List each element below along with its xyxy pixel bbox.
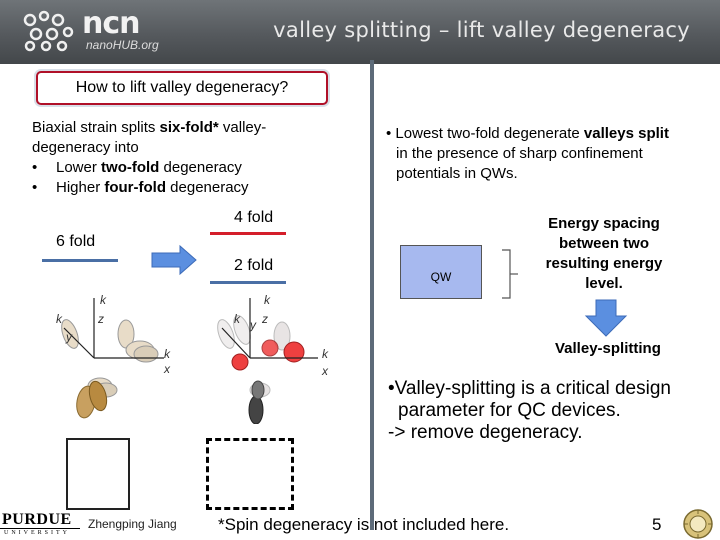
- kx-label: k: [322, 347, 328, 361]
- bullet-marker: •: [386, 125, 392, 142]
- valley-ellipsoids: [61, 319, 159, 419]
- bullet-bold: four-fold: [104, 179, 166, 196]
- author-name: Zhengping Jiang: [88, 517, 177, 531]
- intro-text: Biaxial strain splits six-fold* valley- …: [32, 118, 362, 198]
- down-arrow-icon: [584, 299, 628, 337]
- bullet-higher: • Higher four-fold degeneracy: [32, 178, 362, 198]
- conclusion-line2: parameter for QC devices.: [398, 400, 621, 421]
- intro-line2: degeneracy into: [32, 139, 139, 156]
- bullet-marker: •: [32, 179, 38, 196]
- energy-spacing-text: Energy spacing between two resulting ene…: [545, 215, 663, 292]
- quantum-well-box: QW: [400, 245, 482, 299]
- kz-sub: z: [98, 312, 104, 326]
- slide-header: [0, 0, 720, 64]
- vertical-divider: [370, 60, 374, 530]
- bullet-marker: •: [32, 159, 38, 176]
- kz-label: k: [264, 293, 270, 307]
- right-bullet-text: • Lowest two-fold degenerate valleys spl…: [386, 124, 716, 184]
- bullet-lower: • Lower two-fold degeneracy: [32, 158, 362, 178]
- footnote: *Spin degeneracy is not included here.: [218, 515, 510, 534]
- valley-ellipsoids: [217, 315, 305, 424]
- seal-icon: [683, 509, 713, 539]
- right-line2: in the presence of sharp confinement: [396, 145, 643, 162]
- empty-box-dashed: [206, 438, 294, 510]
- ncn-logo-icon: [23, 10, 74, 52]
- purdue-logo-subtext: UNIVERSITY: [0, 528, 80, 537]
- conclusion-line1: •Valley-splitting is a critical design: [388, 378, 671, 399]
- right-line1: Lowest two-fold degenerate: [391, 125, 584, 142]
- purdue-logo-text: PURDUE: [2, 511, 72, 528]
- ky-label: k: [56, 312, 62, 326]
- kx-label: k: [164, 347, 170, 361]
- ky-sub: y: [66, 330, 72, 344]
- six-fold-label: 6 fold: [56, 233, 96, 250]
- kz-label: k: [100, 293, 106, 307]
- valley-splitting-label: Valley-splitting: [555, 340, 661, 357]
- ky-axis: [221, 327, 251, 359]
- two-fold-level: [210, 281, 286, 284]
- conclusion-line3: -> remove degeneracy.: [388, 422, 583, 443]
- energy-spacing-bracket: [502, 249, 518, 299]
- qw-label: QW: [430, 270, 452, 284]
- bullet-post: degeneracy: [159, 159, 242, 176]
- intro-bold: six-fold*: [159, 119, 219, 136]
- empty-box-solid: [66, 438, 130, 510]
- bullet-bold: two-fold: [101, 159, 160, 176]
- right-line1-bold: valleys split: [583, 125, 669, 142]
- ky-axis: [63, 327, 95, 359]
- kx-sub: x: [164, 362, 170, 376]
- four-fold-level: [210, 232, 286, 235]
- intro-line1: Biaxial strain splits: [32, 119, 160, 136]
- strained-valley-diagram: [217, 298, 318, 424]
- intro-line1b: valley-: [218, 119, 267, 136]
- nanohub-logo-text: nanoHUB.org: [86, 38, 159, 52]
- kz-sub: z: [262, 312, 268, 326]
- ky-sub: y: [250, 318, 256, 332]
- conclusion-text: •Valley-splitting is a critical design p…: [388, 378, 718, 444]
- purdue-logo: PURDUE UNIVERSITY: [0, 512, 84, 540]
- slide-title: valley splitting – lift valley degenerac…: [273, 18, 690, 42]
- ky-label: k: [234, 312, 240, 326]
- ncn-logo-text: ncn: [82, 6, 140, 41]
- bullet-pre: Higher: [56, 179, 105, 196]
- kx-sub: x: [322, 364, 328, 378]
- page-number: 5: [652, 515, 662, 534]
- right-line3: potentials in QWs.: [396, 165, 518, 182]
- right-arrow-icon: [151, 244, 197, 276]
- bullet-post: degeneracy: [166, 179, 249, 196]
- four-fold-label: 4 fold: [234, 209, 274, 226]
- six-fold-level: [42, 259, 118, 262]
- six-valley-diagram: [61, 298, 164, 419]
- bullet-pre: Lower: [56, 159, 102, 176]
- question-text: How to lift valley degeneracy?: [75, 79, 289, 96]
- question-box: How to lift valley degeneracy?: [36, 71, 328, 105]
- two-fold-label: 2 fold: [234, 257, 274, 274]
